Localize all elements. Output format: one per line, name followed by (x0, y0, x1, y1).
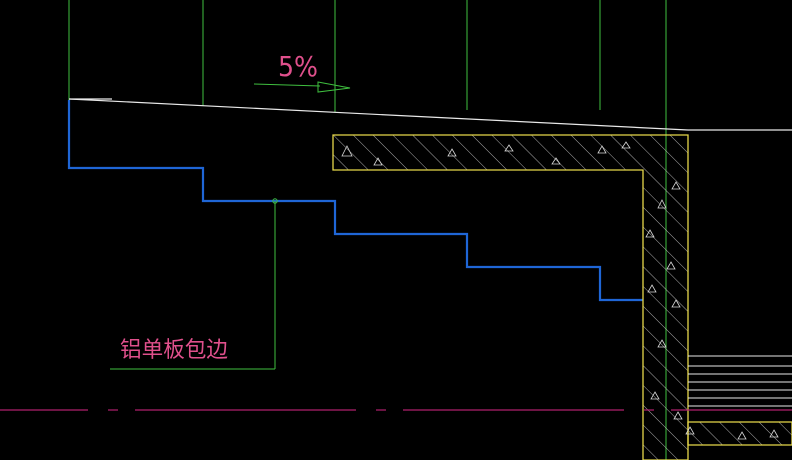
slope-arrow-shaft (253, 83, 321, 87)
slope-arrow (253, 81, 351, 93)
slope-label: 5% (278, 50, 318, 83)
slope-line (68, 98, 689, 131)
note-label: 铝单板包边 (120, 338, 228, 363)
note-leader (110, 198, 278, 370)
slope-surface (68, 98, 792, 131)
aggregate-marks (341, 141, 779, 440)
stepped-profile-line (67, 100, 643, 302)
concrete-slab-L (332, 134, 689, 460)
lower-slab (687, 421, 792, 446)
finish-layer-lines (688, 355, 792, 407)
concrete-section (332, 134, 792, 460)
slope-arrow-head (317, 81, 351, 93)
vertical-grid-lines (68, 0, 667, 460)
